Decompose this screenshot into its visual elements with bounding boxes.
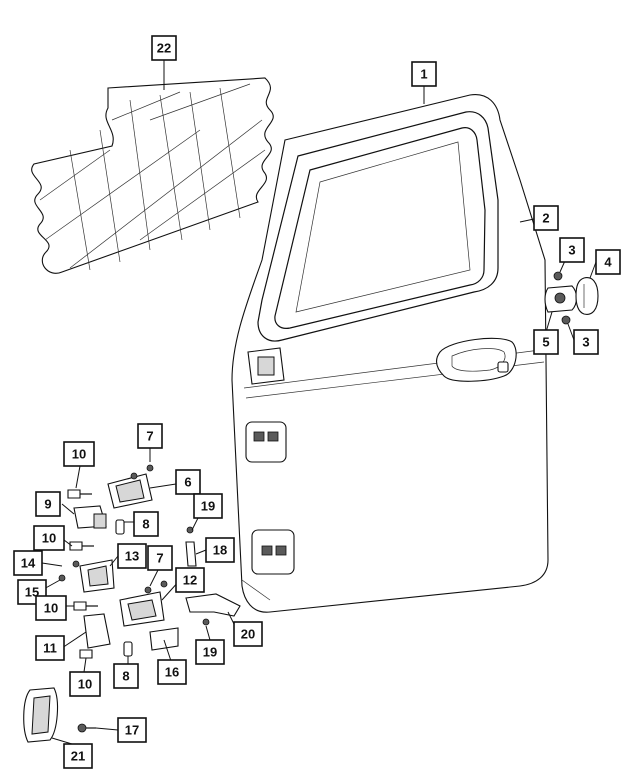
callout-20: 20 <box>233 621 263 647</box>
callout-label-21: 21 <box>71 749 85 764</box>
hinge-parts <box>23 464 241 743</box>
callout-label-3-upper: 3 <box>568 243 575 258</box>
callout-label-22: 22 <box>157 41 171 56</box>
callout-label-7-upper: 7 <box>146 429 153 444</box>
callout-22: 22 <box>151 35 177 61</box>
callout-label-4: 4 <box>604 255 612 270</box>
callout-3-lower: 3 <box>573 329 599 355</box>
callout-10-top: 10 <box>63 441 95 467</box>
callout-5: 5 <box>533 329 559 355</box>
callout-label-18: 18 <box>213 543 227 558</box>
callout-7-upper: 7 <box>137 423 163 449</box>
door-shell <box>231 94 549 613</box>
striker-assembly <box>544 271 599 325</box>
callout-label-8-lower: 8 <box>122 669 129 684</box>
callout-2: 2 <box>533 205 559 231</box>
callout-label-9: 9 <box>44 497 51 512</box>
callout-21: 21 <box>63 743 93 769</box>
insulation-sheet <box>31 77 274 274</box>
striker-cover <box>575 277 599 315</box>
callout-12: 11 <box>35 635 65 661</box>
callout-label-10-bottom: 10 <box>78 677 92 692</box>
callout-8-upper: 8 <box>133 511 159 537</box>
callout-4: 4 <box>595 249 621 275</box>
callout-label-7-lower: 7 <box>156 551 163 566</box>
callout-label-5: 5 <box>542 335 549 350</box>
callout-label-12: 11 <box>43 641 57 656</box>
callout-label-10-third: 10 <box>44 601 58 616</box>
callout-label-19-lower: 19 <box>203 645 217 660</box>
callout-17: 17 <box>117 717 147 743</box>
callout-9: 9 <box>35 491 61 517</box>
callout-18: 18 <box>205 537 235 563</box>
callout-10-second: 10 <box>33 525 65 551</box>
callout-label-20: 20 <box>241 627 255 642</box>
callout-label-11: 12 <box>183 573 197 588</box>
callout-10-third: 10 <box>35 595 67 621</box>
callout-label-6: 6 <box>184 475 191 490</box>
callout-label-16: 16 <box>165 665 179 680</box>
callout-label-2: 2 <box>542 211 549 226</box>
callout-label-17: 17 <box>125 723 139 738</box>
callout-label-14: 14 <box>21 556 36 571</box>
screw-3-upper <box>553 271 563 281</box>
callout-label-3-lower: 3 <box>582 335 589 350</box>
callout-10-bottom: 10 <box>69 671 101 697</box>
callout-label-13: 13 <box>125 549 139 564</box>
callout-16: 16 <box>157 659 187 685</box>
callout-7-lower: 7 <box>147 545 173 571</box>
callout-19-lower: 19 <box>195 639 225 665</box>
callout-6: 6 <box>175 469 201 495</box>
callout-8-lower: 8 <box>113 663 139 689</box>
callout-11: 12 <box>175 567 205 593</box>
callout-3-upper: 3 <box>559 237 585 263</box>
callout-label-8-upper: 8 <box>142 517 149 532</box>
callout-label-10-top: 10 <box>72 447 86 462</box>
screw-3-lower <box>561 315 571 325</box>
callout-19-upper: 19 <box>193 493 223 519</box>
callout-label-10-second: 10 <box>42 531 56 546</box>
callout-1: 1 <box>411 61 437 87</box>
callout-14: 14 <box>13 550 43 576</box>
callout-label-19-upper: 19 <box>201 499 215 514</box>
callout-label-1: 1 <box>420 67 427 82</box>
callout-13: 13 <box>117 543 147 569</box>
